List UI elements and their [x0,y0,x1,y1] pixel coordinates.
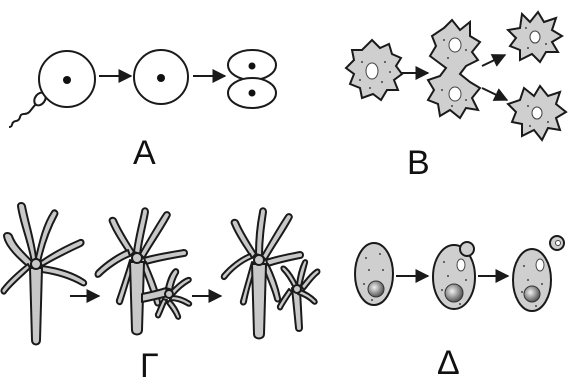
yeast-bud-free [550,236,564,250]
two-cell-embryo [228,50,276,108]
arrow-b2 [482,55,505,66]
sperm-cell [9,90,48,127]
panel-label-d: Δ [437,346,460,380]
arrow-b3 [482,88,507,100]
panel-label-g: Г [140,349,158,383]
zygote-nucleus [157,74,165,82]
panel-a-fertilization [9,50,276,127]
yeast-cell-3 [513,249,551,311]
yeast-cell-2 [433,242,475,309]
panel-b-binary-fission [346,12,566,140]
hydra-3 [222,208,320,338]
panel-g-hydra-budding [1,203,319,345]
hydra-2 [96,208,192,334]
panel-label-b: B [407,146,430,180]
amoeba-dividing [428,20,480,118]
yeast-cell-1 [355,243,393,305]
panel-d-yeast-budding [355,236,564,311]
egg-nucleus [63,76,71,84]
hydra-1 [1,203,86,345]
panel-label-a: A [133,136,156,170]
hydra-3-bud [278,260,320,331]
